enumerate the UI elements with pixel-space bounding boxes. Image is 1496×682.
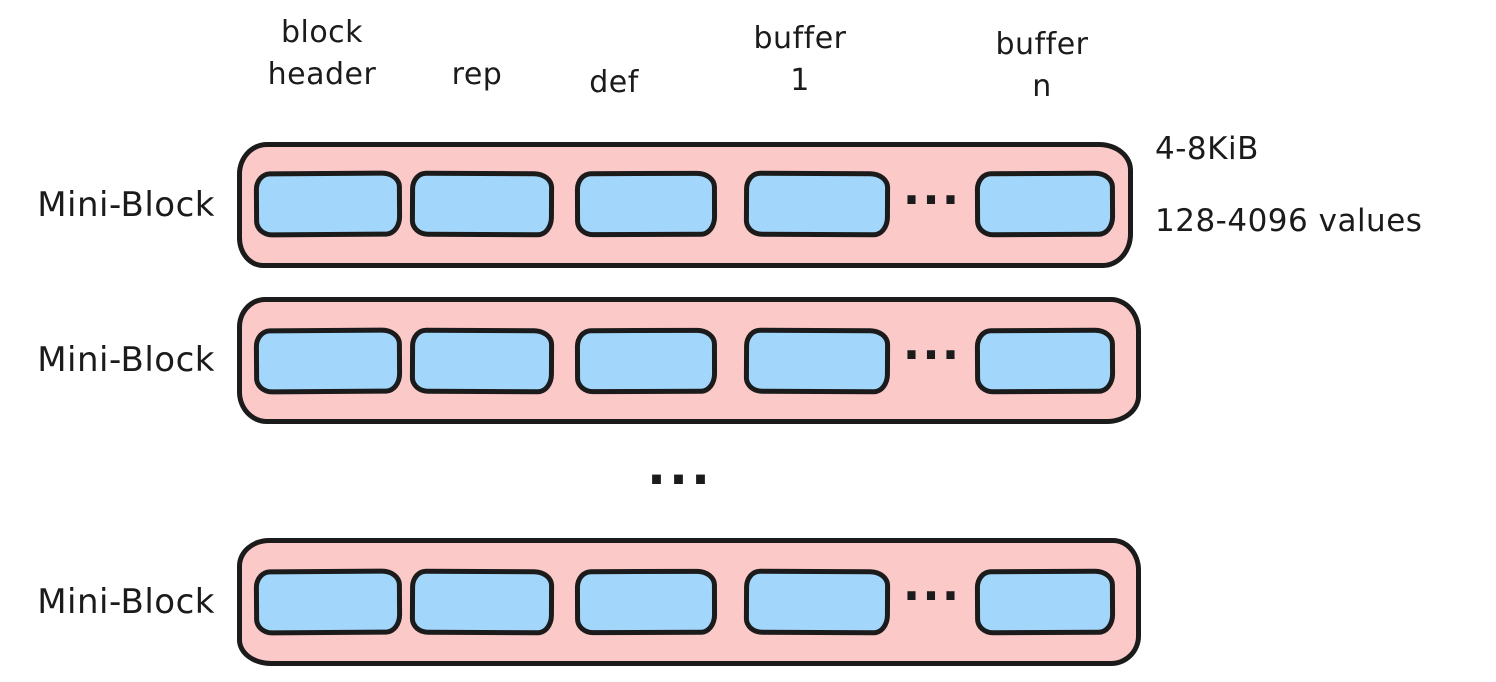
buffers-ellipsis: ...	[902, 161, 962, 215]
column-header-buffer-n: buffer n	[996, 24, 1089, 108]
mini-block-row-1: ...	[237, 142, 1133, 268]
column-header-def: def	[589, 62, 639, 104]
column-header-block-header: block header	[268, 12, 377, 96]
annotation-size: 4-8KiB	[1155, 131, 1259, 167]
column-header-line: 1	[790, 63, 810, 98]
column-header-line: def	[589, 65, 639, 100]
column-header-line: buffer	[995, 27, 1089, 62]
buffer-n-box	[974, 170, 1116, 238]
row-label-mini-block-1: Mini-Block	[37, 185, 215, 225]
column-header-rep: rep	[452, 54, 503, 96]
def-buffer	[574, 170, 718, 238]
rep-buffer	[409, 327, 555, 395]
annotation-values: 128-4096 values	[1155, 203, 1423, 239]
row-label-mini-block-3: Mini-Block	[37, 582, 215, 622]
column-header-line: rep	[451, 57, 503, 92]
buffer-n-box	[974, 568, 1116, 636]
buffers-ellipsis: ...	[902, 316, 962, 370]
buffer-1-box	[743, 170, 891, 238]
block-header-buffer	[253, 568, 403, 636]
mini-block-row-2: ...	[237, 297, 1141, 424]
rep-buffer	[409, 568, 555, 636]
buffer-1-box	[743, 327, 891, 395]
column-header-line: buffer	[753, 21, 847, 56]
block-header-buffer	[253, 327, 403, 395]
block-header-buffer	[253, 170, 403, 238]
def-buffer	[574, 568, 718, 636]
rep-buffer	[409, 170, 555, 238]
column-header-line: n	[1032, 69, 1052, 104]
column-header-line: block	[280, 15, 364, 50]
buffer-n-box	[974, 327, 1116, 395]
def-buffer	[574, 327, 718, 395]
buffers-ellipsis: ...	[902, 557, 962, 611]
row-label-mini-block-2: Mini-Block	[37, 340, 215, 380]
mini-block-row-3: ...	[237, 538, 1141, 666]
column-header-line: header	[267, 57, 377, 92]
rows-ellipsis: ...	[647, 438, 713, 496]
buffer-1-box	[743, 568, 891, 636]
column-header-buffer-1: buffer 1	[754, 18, 847, 102]
